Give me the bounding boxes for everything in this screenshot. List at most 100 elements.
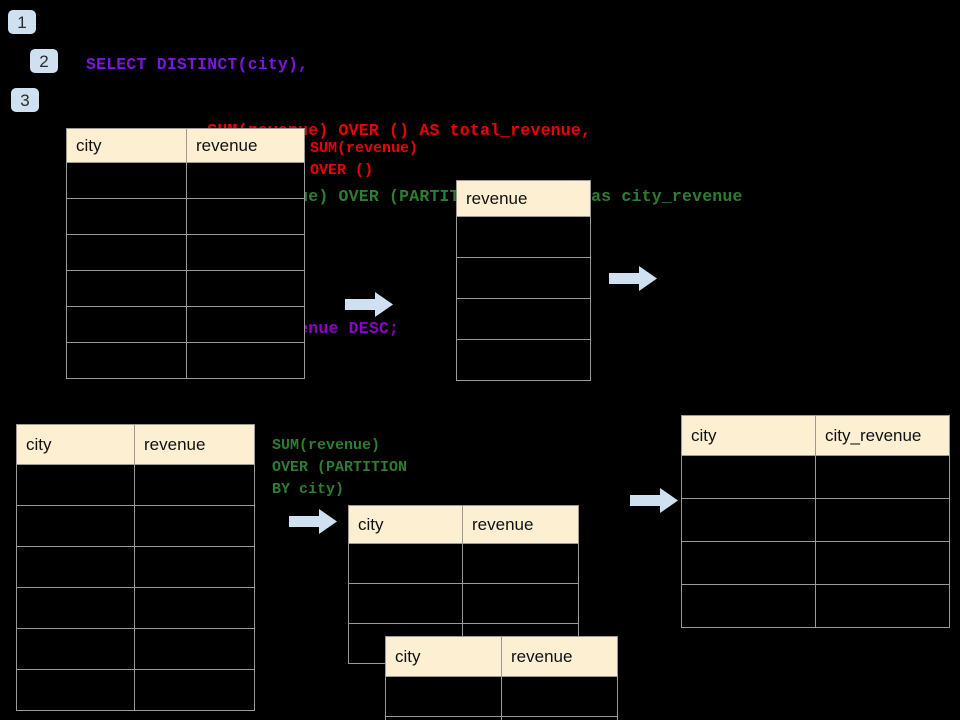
- table-row: [681, 455, 950, 499]
- table-row: [66, 162, 305, 199]
- table-cell: [348, 583, 463, 624]
- table-cell: [815, 455, 950, 499]
- arrow-source2-to-partition: [289, 509, 337, 534]
- table-cell: [462, 583, 579, 624]
- table-row: [16, 587, 255, 629]
- table-row: [681, 541, 950, 585]
- table-cell: [134, 587, 255, 629]
- table-cell: [385, 676, 502, 717]
- table-cell: [66, 306, 187, 343]
- table-row: [16, 505, 255, 547]
- table-cell: [815, 584, 950, 628]
- table-cell: [681, 541, 816, 585]
- table-row: [16, 628, 255, 670]
- table-cell: [815, 541, 950, 585]
- table-row: [66, 198, 305, 235]
- column-header-city: city: [66, 128, 187, 163]
- table-cell: [186, 234, 305, 271]
- table-cell: [66, 342, 187, 379]
- table-row: [348, 583, 579, 624]
- column-header-revenue: revenue: [186, 128, 305, 163]
- table-cell: [134, 669, 255, 711]
- table-cell: [348, 543, 463, 584]
- table-header-row: revenue: [456, 180, 591, 217]
- column-header-city: city: [385, 636, 502, 677]
- table-cell: [16, 628, 135, 670]
- table-cell: [681, 455, 816, 499]
- table-row: [456, 216, 591, 258]
- table-cell: [186, 198, 305, 235]
- table-cell: [186, 162, 305, 199]
- table-row: [16, 546, 255, 588]
- arrow-total-to-final: [609, 266, 657, 291]
- column-header-revenue: revenue: [456, 180, 591, 217]
- table-cell: [134, 628, 255, 670]
- sum-over-partition-label: SUM(revenue) OVER (PARTITION BY city): [272, 437, 408, 498]
- table-cell: [456, 216, 591, 258]
- table-cell: [186, 342, 305, 379]
- table-row: [456, 298, 591, 340]
- table-cell: [16, 669, 135, 711]
- table-cell: [66, 270, 187, 307]
- column-header-city: city: [16, 424, 135, 465]
- table-cell: [456, 339, 591, 381]
- table-row: [348, 543, 579, 584]
- step-badge-3: 3: [11, 88, 39, 112]
- table-row: [66, 342, 305, 379]
- arrow-source-to-total: [345, 292, 393, 317]
- table-cell: [134, 546, 255, 588]
- select-from-rides-note: SELECT ... FROM rides: [749, 40, 913, 55]
- table-cell: [456, 257, 591, 299]
- step-badge-1: 1: [8, 10, 36, 34]
- table-cell: [66, 162, 187, 199]
- column-header-revenue: revenue: [501, 636, 618, 677]
- table-cell: [501, 676, 618, 717]
- table-cell: [134, 464, 255, 506]
- column-header-city: city: [348, 505, 463, 544]
- table-row: [456, 257, 591, 299]
- table-cell: [456, 298, 591, 340]
- step-badge-2: 2: [30, 49, 58, 73]
- table-row: [16, 669, 255, 711]
- sum-over-empty-label: SUM(revenue) OVER (): [310, 140, 419, 179]
- table-cell: [16, 505, 135, 547]
- table-cell: [681, 498, 816, 542]
- column-header-revenue: revenue: [462, 505, 579, 544]
- table-cell: [134, 505, 255, 547]
- total-revenue-table: revenue: [456, 180, 591, 381]
- sql-line-1: SELECT DISTINCT(city),: [86, 55, 309, 74]
- column-header-revenue: revenue: [134, 424, 255, 465]
- table-cell: [501, 716, 618, 720]
- arrow-partition-to-final: [630, 488, 678, 513]
- column-header-city-revenue: city_revenue: [815, 415, 950, 456]
- table-cell: [16, 464, 135, 506]
- table-cell: [815, 498, 950, 542]
- table-cell: [681, 584, 816, 628]
- table-cell: [462, 543, 579, 584]
- table-cell: [66, 234, 187, 271]
- table-cell: [16, 587, 135, 629]
- table-cell: [16, 546, 135, 588]
- table-row: [681, 498, 950, 542]
- table-row: [16, 464, 255, 506]
- table-cell: [186, 270, 305, 307]
- table-cell: [186, 306, 305, 343]
- table-row: [385, 716, 618, 720]
- table-row: [456, 339, 591, 381]
- column-header-city: city: [681, 415, 816, 456]
- table-row: [66, 306, 305, 343]
- table-cell: [66, 198, 187, 235]
- table-row: [385, 676, 618, 717]
- table-row: [66, 270, 305, 307]
- table-row: [681, 584, 950, 628]
